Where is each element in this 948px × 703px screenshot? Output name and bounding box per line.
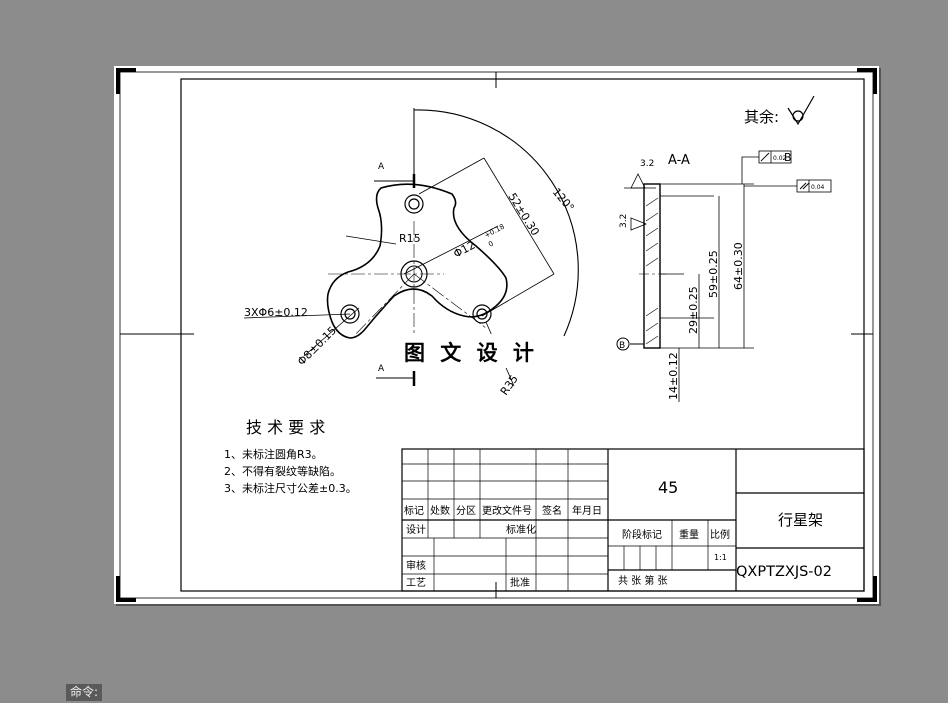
face-roughness: 3.2 <box>619 214 629 228</box>
cut-marker-top: A <box>378 162 385 172</box>
r35-dimension: R35 <box>498 373 521 398</box>
watermark-text: 图 文 设 计 <box>404 341 538 365</box>
phi12-tol-upper: +0.18 <box>483 223 506 240</box>
datum-label: B <box>619 341 625 351</box>
tb-header-sign: 签名 <box>542 504 562 517</box>
tb-standardize: 标准化 <box>506 523 536 536</box>
tb-design: 设计 <box>406 523 426 536</box>
tb-header-count: 处数 <box>430 504 450 517</box>
tb-sheet-info: 共 张 第 张 <box>618 574 668 587</box>
tech-req-title: 技 术 要 求 <box>246 418 325 437</box>
tb-material: 45 <box>658 478 678 497</box>
dim-64: 64±0.30 <box>732 242 745 290</box>
tb-drawing-no: QXPTZXJS-02 <box>736 564 832 580</box>
tb-part-name: 行星架 <box>778 511 823 529</box>
title-block <box>401 448 865 592</box>
roughness-symbol-icon <box>787 95 815 126</box>
cad-drawing-canvas: 其余: A A 120° <box>116 68 877 602</box>
tb-weight: 重量 <box>679 528 699 541</box>
dim-29: 29±0.25 <box>687 286 700 334</box>
section-view <box>616 150 832 402</box>
chord-dimension: 52±0.30 <box>505 191 541 238</box>
tb-scale-label: 比例 <box>710 528 730 541</box>
r15-dimension: R15 <box>399 232 421 245</box>
section-roughness: 3.2 <box>640 159 654 169</box>
tech-req-item-3: 3、未标注尺寸公差±0.3。 <box>224 481 357 495</box>
flatness-value: 0.02 <box>773 155 787 162</box>
tb-scale: 1:1 <box>714 553 727 562</box>
tb-stage-mark: 阶段标记 <box>622 528 662 541</box>
tb-review: 审核 <box>406 559 426 572</box>
drawing-sheet: 其余: A A 120° <box>114 66 879 604</box>
holes-dimension: 3XΦ6±0.12 <box>244 306 308 319</box>
dim-59: 59±0.25 <box>707 250 720 298</box>
phi12-dimension: Φ12 <box>451 239 477 261</box>
tb-header-date: 年月日 <box>572 504 602 517</box>
sheet-corner-marks <box>116 68 877 602</box>
tb-header-mark: 标记 <box>404 505 424 517</box>
tb-approve: 批准 <box>510 576 530 589</box>
tb-process: 工艺 <box>406 577 426 589</box>
dim-14: 14±0.12 <box>667 352 680 400</box>
parallel-value: 0.04 <box>811 184 825 191</box>
angle-dimension: 120° <box>550 186 577 215</box>
tech-req-item-2: 2、不得有裂纹等缺陷。 <box>224 464 341 478</box>
tech-req-item-1: 1、未标注圆角R3。 <box>224 447 323 461</box>
phi8-dimension: Φ8±0.15 <box>295 324 339 368</box>
phi12-tol-lower: 0 <box>487 240 495 249</box>
command-line[interactable]: 命令: <box>66 684 103 701</box>
surface-note: 其余: <box>744 108 779 126</box>
watermark-box <box>398 334 550 368</box>
tb-header-zone: 分区 <box>456 505 476 517</box>
flatness-datum: B <box>784 151 792 164</box>
centering-marks <box>120 72 873 598</box>
section-label: A-A <box>668 153 690 168</box>
cut-marker-bottom: A <box>378 364 385 374</box>
tb-header-doc: 更改文件号 <box>482 504 532 517</box>
